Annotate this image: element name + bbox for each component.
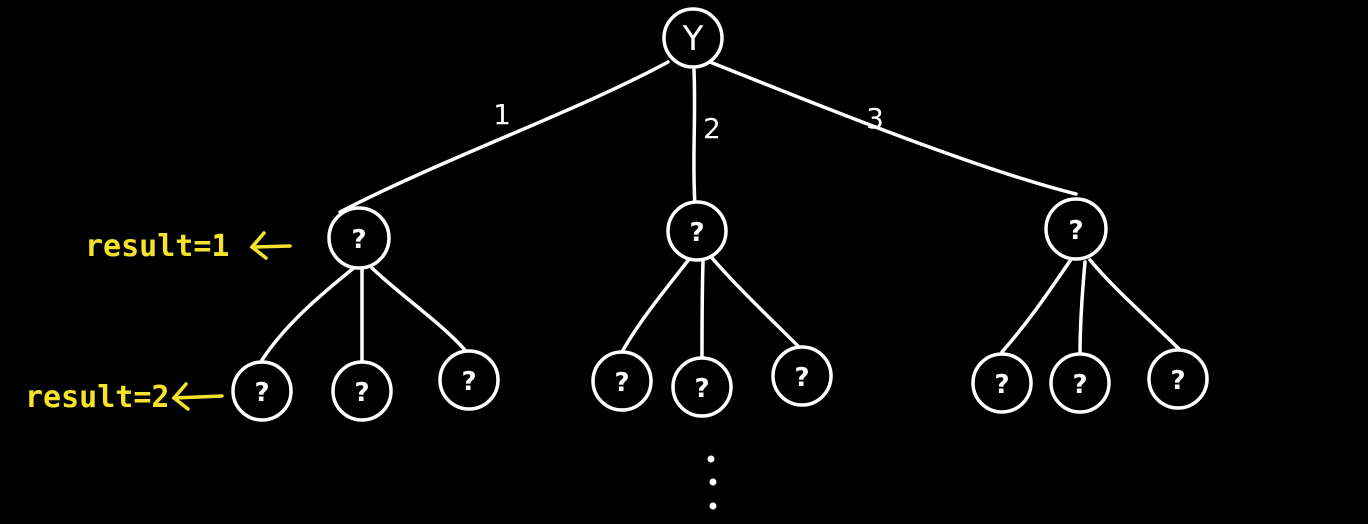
edge-label-2: 2	[703, 112, 721, 145]
annotation-level2: result=2	[25, 380, 224, 415]
level2-node: ?	[671, 356, 733, 418]
level1-node-left-label: ?	[351, 225, 366, 255]
edge-middle-to-child-2	[700, 260, 705, 362]
level1-node-left: ?	[327, 206, 391, 270]
annotation-level2-text: result=2	[25, 380, 170, 415]
level2-node: ?	[231, 360, 293, 422]
edge-middle-to-child-3	[710, 256, 802, 350]
level2-node: ?	[331, 360, 393, 422]
root-edges	[338, 60, 1078, 214]
level2-node-label: ?	[794, 363, 809, 393]
edge-root-to-middle	[692, 68, 697, 207]
edge-right-to-child-2	[1078, 260, 1087, 357]
arrow-left-icon	[171, 382, 224, 411]
level1-node-middle-label: ?	[689, 218, 704, 248]
level2-node-label: ?	[1072, 370, 1087, 400]
level2-nodes: ? ? ? ? ? ? ? ?	[231, 345, 1209, 422]
level1-node-right: ?	[1044, 197, 1108, 261]
level1-node-right-label: ?	[1068, 216, 1083, 246]
child-edges	[260, 256, 1182, 364]
level2-node: ?	[771, 345, 833, 407]
level2-node-label: ?	[614, 368, 629, 398]
annotation-level1: result=1	[85, 229, 292, 264]
edge-right-to-child-3	[1088, 258, 1182, 352]
level2-node: ?	[1049, 352, 1111, 414]
edge-root-to-left	[338, 60, 670, 214]
edge-left-to-child-1	[260, 265, 357, 362]
root-node: Y	[662, 7, 724, 69]
root-label: Y	[682, 19, 704, 59]
edge-middle-to-child-1	[620, 256, 692, 354]
level2-node: ?	[971, 352, 1033, 414]
level2-node: ?	[591, 350, 653, 412]
level2-node-label: ?	[254, 378, 269, 408]
continuation-dots	[707, 455, 717, 510]
level2-node: ?	[438, 349, 500, 411]
level1-node-middle: ?	[666, 200, 728, 262]
edge-left-to-child-3	[370, 266, 467, 352]
level2-node-label: ?	[461, 367, 476, 397]
edge-label-1: 1	[493, 98, 511, 131]
level2-node-label: ?	[1170, 366, 1185, 396]
edge-root-to-right	[708, 60, 1078, 196]
edge-right-to-child-1	[1000, 256, 1074, 354]
arrow-left-icon	[249, 231, 292, 260]
edge-label-3: 3	[866, 102, 884, 135]
level2-node-label: ?	[994, 370, 1009, 400]
level2-node-label: ?	[694, 374, 709, 404]
level2-node-label: ?	[354, 378, 369, 408]
annotation-level1-text: result=1	[85, 229, 230, 264]
level2-node: ?	[1147, 348, 1209, 410]
